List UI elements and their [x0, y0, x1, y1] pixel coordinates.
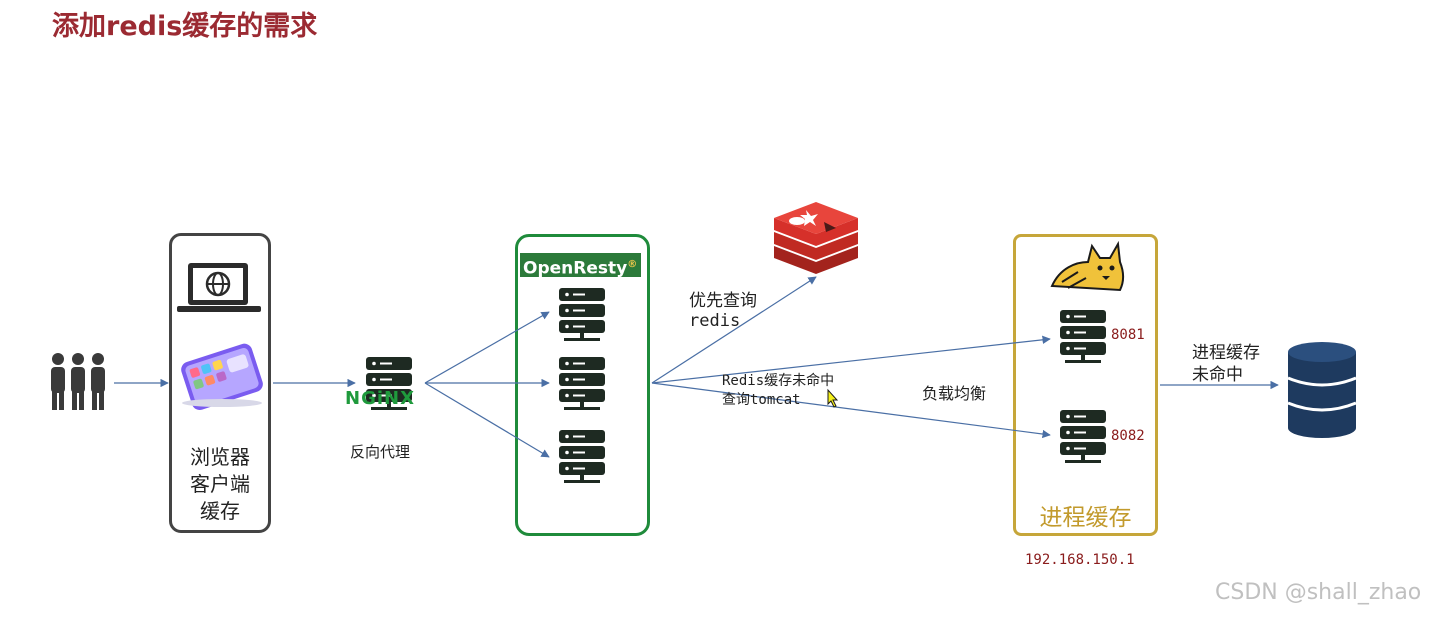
openresty-box: [515, 234, 650, 536]
openresty-badge: OpenResty®: [520, 253, 641, 279]
tomcat-ip-label: 192.168.150.1: [1025, 552, 1135, 568]
redis-priority-label-line2: redis: [689, 311, 741, 331]
page-title: 添加redis缓存的需求: [52, 11, 318, 42]
process-cache-miss-line2: 未命中: [1192, 365, 1243, 385]
openresty-registered-mark: ®: [627, 259, 638, 270]
port-8082-label: 8082: [1111, 428, 1145, 444]
openresty-badge-text: OpenResty: [523, 258, 628, 279]
nginx-logo-text: NGiNX: [345, 388, 415, 409]
users-icon: [51, 353, 105, 410]
tomcat-cat-icon: [1050, 240, 1124, 292]
openresty-server-icon: [559, 430, 605, 483]
redis-miss-label-line2: 查询tomcat: [722, 392, 801, 408]
tomcat-server-8081-icon: [1060, 310, 1106, 363]
browser-cache-label: 浏览器 客户端 缓存: [169, 444, 271, 525]
redis-miss-label-line1: Redis缓存未命中: [722, 373, 835, 389]
browser-label-line: 客户端: [190, 472, 250, 496]
watermark: CSDN @shall_zhao: [1215, 580, 1422, 605]
openresty-server-icon: [559, 288, 605, 341]
load-balance-label: 负载均衡: [922, 384, 987, 403]
process-cache-miss-line1: 进程缓存: [1192, 343, 1260, 363]
mouse-cursor-icon: [827, 388, 839, 408]
port-8081-label: 8081: [1111, 327, 1145, 343]
process-cache-label: 进程缓存: [1039, 505, 1132, 531]
browser-label-line: 缓存: [200, 499, 240, 523]
browser-client-box: [169, 233, 271, 533]
laptop-globe-icon: [177, 263, 261, 312]
tomcat-box: [1013, 234, 1158, 536]
reverse-proxy-label: 反向代理: [349, 443, 410, 461]
redis-priority-label-line1: 优先查询: [689, 291, 757, 311]
flow-arrows: [114, 276, 1279, 458]
tomcat-server-8082-icon: [1060, 410, 1106, 463]
openresty-server-icon: [559, 357, 605, 410]
redis-icon: [774, 202, 858, 274]
phone-icon: [181, 343, 263, 410]
database-icon: [1287, 342, 1357, 438]
browser-label-line: 浏览器: [190, 445, 250, 469]
